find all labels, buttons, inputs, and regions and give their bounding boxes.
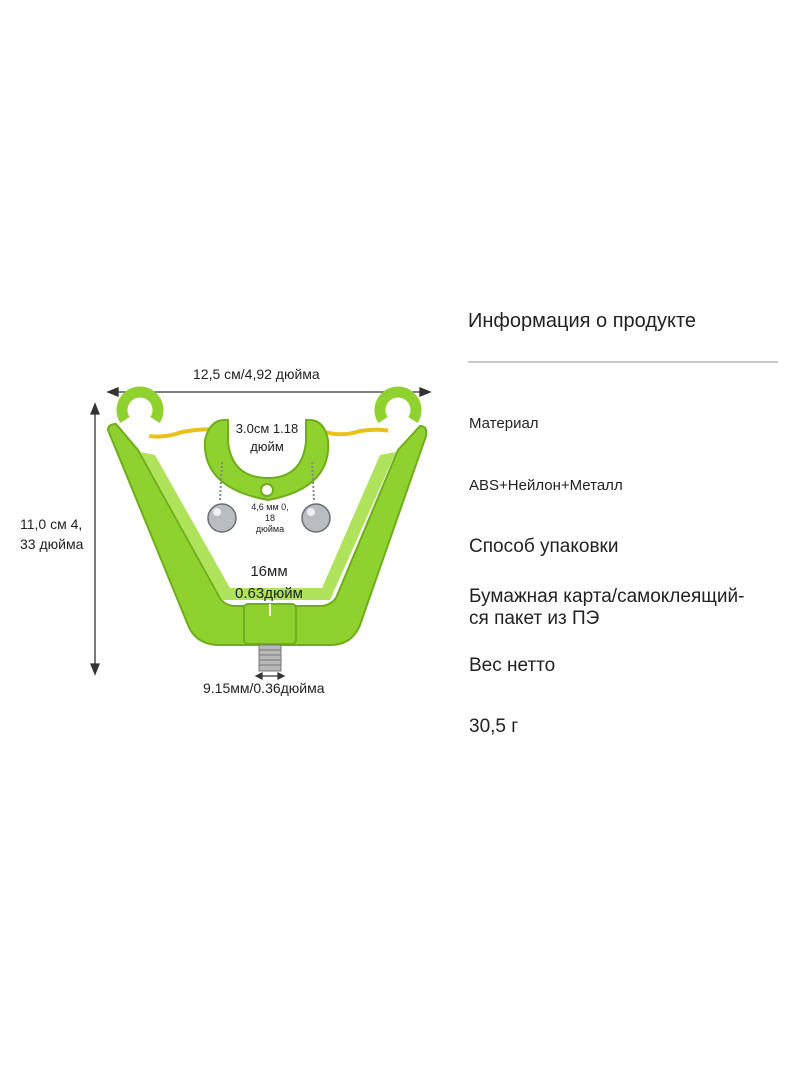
width-label: 12,5 см/4,92 дюйма — [193, 366, 320, 382]
material-label: Материал — [469, 415, 539, 432]
slot-label-line1: 16мм — [250, 563, 288, 580]
width-dimension-line — [106, 387, 432, 397]
threaded-post — [258, 644, 282, 672]
divider — [468, 361, 778, 363]
right-ring — [374, 386, 422, 424]
left-ring — [116, 386, 164, 424]
material-value: ABS+Нейлон+Металл — [469, 477, 623, 494]
height-label-line2: 33 дюйма — [20, 536, 84, 552]
packaging-value: Бумажная карта/самоклеящий- ся пакет из … — [469, 586, 744, 630]
left-bell — [207, 503, 237, 533]
top-arc-label-line1: 3.0см 1.18 — [235, 421, 299, 436]
bell-label-line1: 4,6 мм 0, — [251, 502, 289, 512]
bell-label-line3: дюйма — [255, 524, 285, 534]
top-arc-label-line2: дюйм — [250, 439, 284, 454]
slot-label-line2: 0.63дюйм — [235, 585, 303, 602]
thread-label: 9.15мм/0.36дюйма — [203, 680, 325, 696]
top-cradle — [203, 418, 330, 502]
bell-label: 4,6 мм 0, 18 дюйма — [242, 502, 298, 535]
packaging-label: Способ упаковки — [469, 536, 619, 557]
weight-value: 30,5 г — [469, 716, 519, 737]
packaging-value-line2: ся пакет из ПЭ — [469, 608, 600, 629]
weight-label: Вес нетто — [469, 655, 556, 676]
right-bell — [301, 503, 331, 533]
slot-label: 16мм 0.63дюйм — [228, 561, 310, 605]
holder-body — [106, 422, 428, 646]
bell-label-line2: 18 — [264, 513, 275, 523]
height-label-line1: 11,0 см 4, — [20, 516, 83, 532]
height-dimension-line — [90, 402, 100, 676]
height-label: 11,0 см 4, 33 дюйма — [20, 514, 83, 554]
packaging-value-line1: Бумажная карта/самоклеящий- — [469, 586, 745, 607]
thread-dimension-line — [254, 672, 286, 680]
product-info-title: Информация о продукте — [468, 310, 697, 332]
top-arc-label: 3.0см 1.18 дюйм — [230, 420, 304, 456]
